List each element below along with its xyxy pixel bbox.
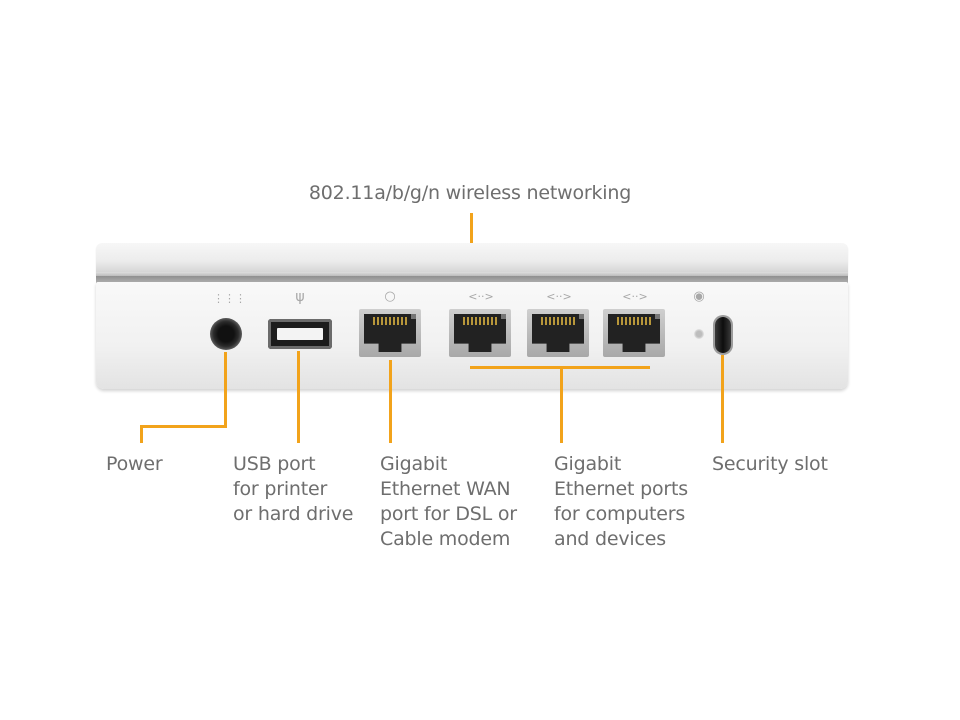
security-slot-label: Security slot: [712, 453, 828, 475]
wan-leader-line: [389, 360, 392, 443]
security-slot: [715, 317, 731, 353]
power-leader-horizontal: [140, 425, 227, 428]
power-port: [210, 318, 242, 350]
power-port-icon: ⋮⋮⋮: [213, 292, 246, 305]
router-seam-edge: [96, 272, 848, 276]
ethernet-arrows-icon: <··>: [468, 290, 494, 303]
power-leader-drop: [140, 425, 143, 443]
wireless-leader-line: [470, 213, 473, 249]
wireless-networking-label: 802.11a/b/g/n wireless networking: [308, 182, 632, 204]
power-label: Power: [106, 453, 163, 475]
router-top-shell: [96, 243, 848, 276]
usb-symbol-icon: ψ: [295, 289, 305, 305]
security-leader-line: [721, 355, 724, 443]
lan-ethernet-port-3: [603, 309, 665, 357]
lan-ethernet-port-2: [527, 309, 589, 357]
usb-port-label: USB port for printer or hard drive: [233, 453, 354, 525]
wan-ethernet-port: [359, 309, 421, 357]
wan-circle-icon: ○: [384, 289, 396, 304]
status-light: [694, 329, 704, 339]
lan-ethernet-port-1: [449, 309, 511, 357]
usb-port: [268, 319, 332, 349]
wan-port-label: Gigabit Ethernet WAN port for DSL or Cab…: [380, 453, 517, 550]
usb-leader-line: [297, 351, 300, 443]
reset-indicator-icon: ◉: [693, 289, 705, 304]
lan-leader-line: [560, 366, 563, 443]
lan-ports-label: Gigabit Ethernet ports for computers and…: [554, 453, 688, 550]
power-leader-vertical: [224, 352, 227, 427]
ethernet-arrows-icon: <··>: [546, 290, 572, 303]
ethernet-arrows-icon: <··>: [622, 290, 648, 303]
